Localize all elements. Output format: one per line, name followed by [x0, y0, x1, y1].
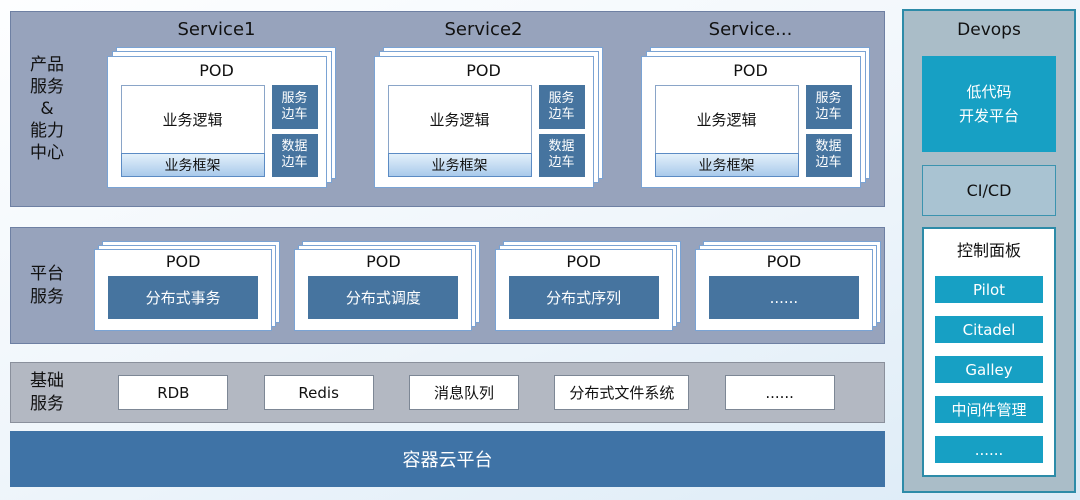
pod-card: POD 业务逻辑 业务框架 服务 边车 数据 边车: [106, 56, 327, 188]
service-group-1: Service1 POD 业务逻辑 业务框架 服务 边车 数据 边车: [83, 12, 350, 206]
distributed-scheduling-box: 分布式调度: [308, 276, 459, 319]
service-group-more: Service... POD 业务逻辑 业务框架 服务 边车 数据 边车: [617, 12, 884, 206]
pod-title: POD: [366, 252, 401, 271]
section-platform-services: 平台 服务 POD 分布式事务 POD 分布式调度: [10, 227, 885, 344]
section-basic-services: 基础 服务 RDB Redis 消息队列 分布式文件系统 ......: [10, 362, 885, 423]
platform-pods-row: POD 分布式事务 POD 分布式调度 POD 分布式序列: [83, 228, 884, 343]
data-sidecar-box: 数据 边车: [805, 133, 852, 177]
service-title: Service...: [708, 19, 793, 40]
pod-stack: POD 业务逻辑 业务框架 服务 边车 数据 边车: [106, 56, 327, 188]
pod-card: POD 分布式调度: [294, 249, 473, 331]
service-sidecar-box: 服务 边车: [271, 85, 318, 129]
service-title: Service2: [444, 19, 523, 40]
platform-pod-group: POD 分布式事务: [83, 228, 283, 343]
more-services-box: ......: [708, 276, 859, 319]
service-group-2: Service2 POD 业务逻辑 业务框架 服务 边车 数据 边车: [350, 12, 617, 206]
pod-title: POD: [733, 61, 768, 80]
pod-title: POD: [766, 252, 802, 271]
control-panel: 控制面板 Pilot Citadel Galley 中间件管理 ......: [922, 227, 1056, 477]
business-framework-box: 业务框架: [387, 153, 532, 177]
pod-title: POD: [466, 61, 501, 80]
container-cloud-platform-label: 容器云平台: [402, 450, 493, 471]
galley-box: Galley: [935, 356, 1043, 383]
services-row: Service1 POD 业务逻辑 业务框架 服务 边车 数据 边车: [83, 12, 884, 206]
pod-stack: POD ......: [694, 249, 873, 331]
business-framework-box: 业务框架: [654, 153, 799, 177]
pod-title: POD: [566, 252, 601, 271]
basic-services-row: RDB Redis 消息队列 分布式文件系统 ......: [83, 363, 884, 422]
business-logic-box: 业务逻辑: [387, 85, 532, 154]
distributed-sequence-box: 分布式序列: [508, 276, 659, 319]
middleware-management-box: 中间件管理: [935, 396, 1043, 423]
data-sidecar-box: 数据 边车: [538, 133, 585, 177]
pod-card: POD 分布式序列: [494, 249, 673, 331]
product-section-label: 产品 服务 & 能力 中心: [30, 54, 64, 164]
citadel-box: Citadel: [935, 316, 1043, 343]
service-title: Service1: [177, 19, 256, 40]
distributed-filesystem-box: 分布式文件系统: [554, 375, 690, 410]
message-queue-box: 消息队列: [408, 375, 519, 410]
basic-section-label: 基础 服务: [30, 371, 64, 414]
cicd-box: CI/CD: [922, 165, 1056, 216]
platform-section-label: 平台 服务: [30, 264, 64, 307]
more-basic-services-box: ......: [724, 375, 835, 410]
devops-title: Devops: [957, 20, 1021, 40]
container-cloud-platform-bar: 容器云平台: [10, 431, 885, 487]
distributed-transaction-box: 分布式事务: [108, 276, 259, 319]
business-framework-box: 业务框架: [120, 153, 265, 177]
service-sidecar-box: 服务 边车: [538, 85, 585, 129]
platform-pod-group: POD 分布式序列: [484, 228, 684, 343]
pilot-box: Pilot: [935, 276, 1043, 303]
pod-card: POD 分布式事务: [94, 249, 273, 331]
rdb-box: RDB: [118, 375, 229, 410]
platform-pod-group: POD ......: [684, 228, 884, 343]
section-product-services: 产品 服务 & 能力 中心 Service1 POD 业务逻辑 业务框架 服务 …: [10, 11, 885, 207]
pod-stack: POD 分布式序列: [494, 249, 673, 331]
redis-box: Redis: [263, 375, 374, 410]
pod-stack: POD 分布式调度: [294, 249, 473, 331]
pod-card: POD ......: [694, 249, 873, 331]
lowcode-platform-box: 低代码 开发平台: [922, 56, 1056, 153]
more-control-items-box: ......: [935, 436, 1043, 463]
pod-stack: POD 分布式事务: [94, 249, 273, 331]
pod-card: POD 业务逻辑 业务框架 服务 边车 数据 边车: [640, 56, 861, 188]
data-sidecar-box: 数据 边车: [271, 133, 318, 177]
platform-pod-group: POD 分布式调度: [283, 228, 483, 343]
pod-stack: POD 业务逻辑 业务框架 服务 边车 数据 边车: [640, 56, 861, 188]
devops-panel: Devops 低代码 开发平台 CI/CD 控制面板 Pilot Citadel…: [902, 9, 1076, 493]
service-sidecar-box: 服务 边车: [805, 85, 852, 129]
pod-stack: POD 业务逻辑 业务框架 服务 边车 数据 边车: [373, 56, 594, 188]
pod-title: POD: [165, 252, 201, 271]
control-panel-title: 控制面板: [956, 241, 1021, 260]
pod-card: POD 业务逻辑 业务框架 服务 边车 数据 边车: [373, 56, 594, 188]
business-logic-box: 业务逻辑: [654, 85, 799, 154]
pod-title: POD: [199, 61, 234, 80]
business-logic-box: 业务逻辑: [120, 85, 265, 154]
